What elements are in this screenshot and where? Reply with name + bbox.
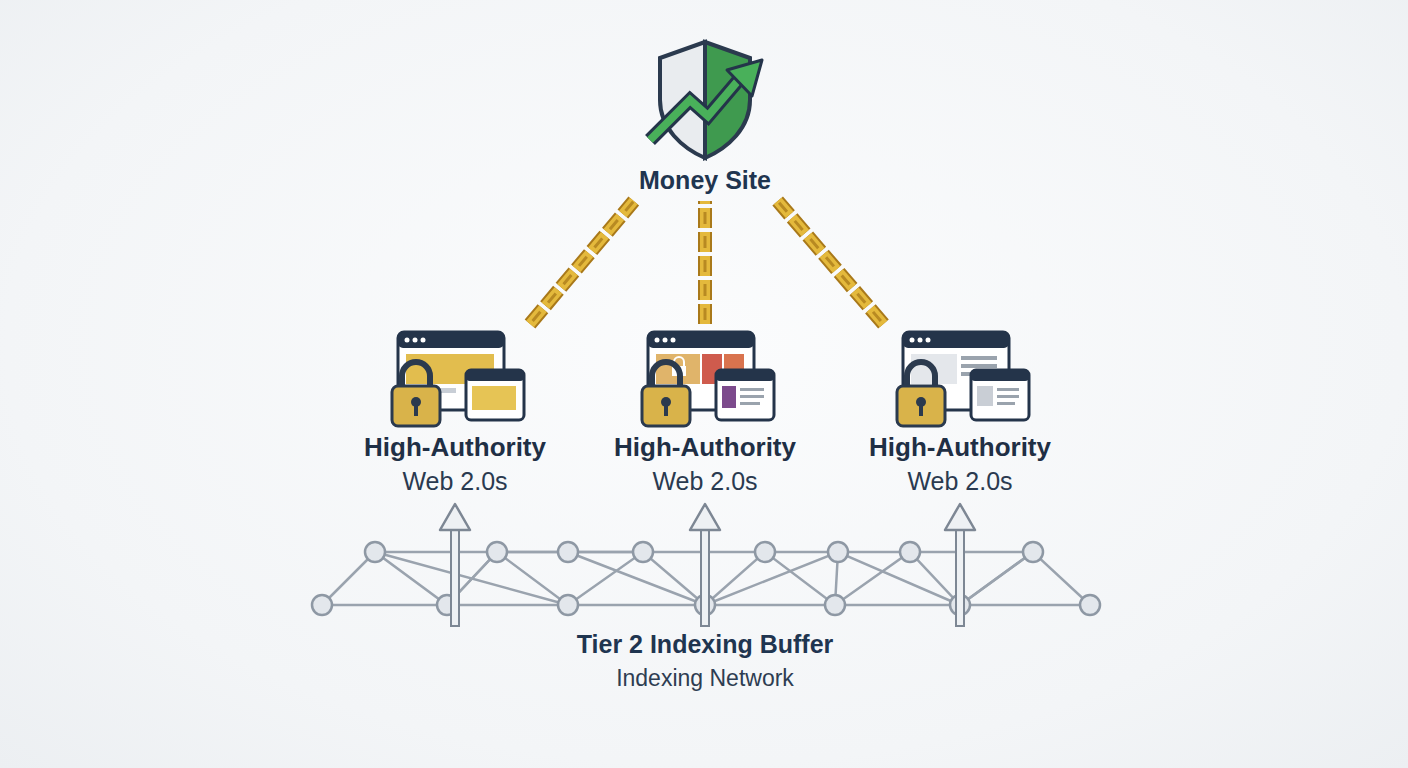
node-subtitle: Web 2.0s <box>614 467 796 496</box>
chain-link <box>705 201 706 324</box>
web20-icon <box>897 332 1029 426</box>
web20-node: High-AuthorityWeb 2.0s <box>861 324 1059 502</box>
chain-link <box>778 201 884 324</box>
money-shield-icon <box>650 42 762 158</box>
node-title: High-Authority <box>614 432 796 463</box>
web20-node: High-AuthorityWeb 2.0s <box>606 324 804 502</box>
index-arrow <box>690 504 720 626</box>
web20-icon <box>642 332 774 426</box>
node-title: Tier 2 Indexing Buffer <box>577 630 834 659</box>
web20-icon <box>392 332 524 426</box>
chain-link <box>530 201 634 324</box>
money-site-node: Money Site <box>631 32 779 201</box>
node-subtitle: Indexing Network <box>577 665 834 692</box>
node-title: High-Authority <box>869 432 1051 463</box>
tier2-node: Tier 2 Indexing BufferIndexing Network <box>569 626 842 698</box>
index-arrow <box>440 504 470 626</box>
node-title: High-Authority <box>364 432 546 463</box>
index-arrow <box>945 504 975 626</box>
node-subtitle: Web 2.0s <box>869 467 1051 496</box>
node-subtitle: Web 2.0s <box>364 467 546 496</box>
web20-node: High-AuthorityWeb 2.0s <box>356 324 554 502</box>
node-title: Money Site <box>639 166 771 195</box>
